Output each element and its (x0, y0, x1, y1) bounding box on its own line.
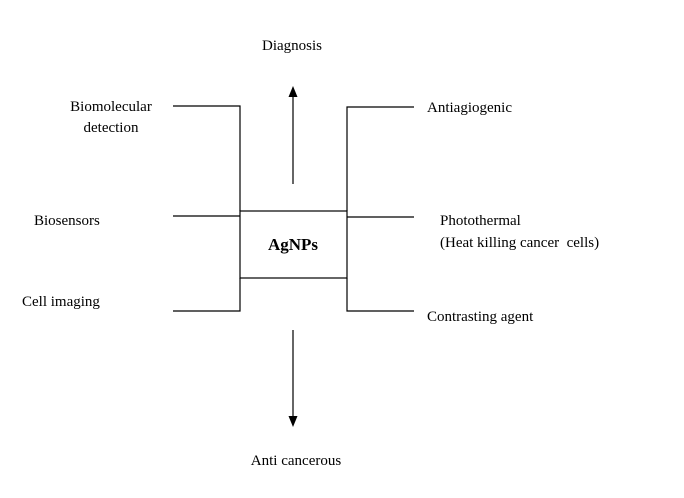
anti-cancerous-label: Anti cancerous (251, 453, 342, 469)
diagnosis-label: Diagnosis (262, 38, 322, 54)
up-arrow-head (288, 86, 298, 97)
cell-imaging-label: Cell imaging (22, 294, 100, 310)
connector-cell-imaging (173, 278, 241, 312)
photothermal-label-line1: Photothermal (440, 213, 521, 229)
connector-contrasting (346, 278, 414, 312)
agnps-box (239, 210, 348, 279)
biomolecular-label-line1: Biomolecular (70, 99, 152, 115)
contrasting-agent-label: Contrasting agent (427, 309, 534, 325)
connector-antiangiogenic (346, 106, 414, 211)
down-arrow-head (288, 416, 298, 427)
agnps-label: AgNPs (268, 235, 318, 254)
antiangiogenic-label: Antiagiogenic (427, 100, 512, 116)
biomolecular-label-line2: detection (84, 120, 139, 136)
connector-biomolecular (173, 105, 241, 211)
photothermal-label-line2: (Heat killing cancer cells) (440, 235, 599, 251)
biosensors-label: Biosensors (34, 213, 100, 229)
